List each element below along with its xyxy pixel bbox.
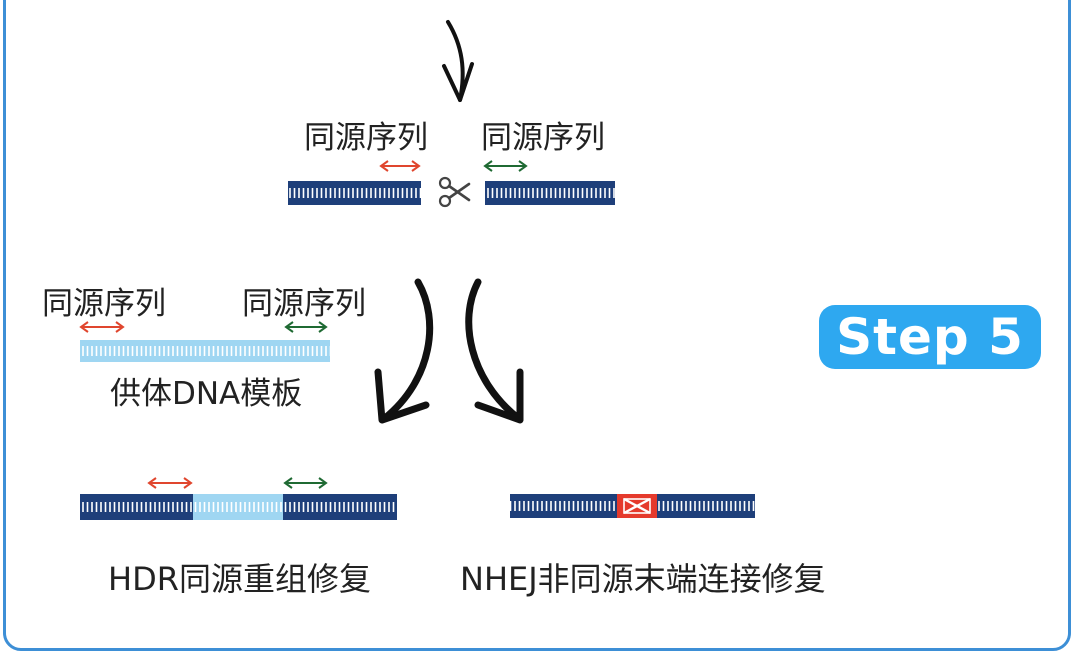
donor-template-label: 供体DNA模板 [110,376,303,412]
homology-arrow-top-left [379,160,421,172]
step-badge: Step 5 [819,305,1041,369]
homology-arrow-donor-right [284,321,328,333]
dna-strand-cut-right [485,181,615,205]
homology-label-donor-left: 同源序列 [42,286,166,322]
nhej-junction-mark-icon [617,494,657,518]
hdr-label: HDR同源重组修复 [108,560,371,598]
homology-arrow-donor-left [79,321,125,333]
homology-arrow-hdr-right [283,477,328,489]
arrow-to-nhej [465,278,524,424]
homology-arrow-top-right [483,160,528,172]
homology-label-top-left: 同源序列 [304,120,428,156]
homology-label-top-right: 同源序列 [481,120,605,156]
homology-label-donor-right: 同源序列 [242,286,366,322]
hdr-repaired-strand [80,494,397,520]
homology-arrow-hdr-left [147,477,193,489]
diagram-frame [3,0,1071,651]
dna-strand-cut-left [288,181,421,205]
arrow-to-hdr [374,278,434,424]
top-down-arrow [442,20,474,102]
nhej-label: NHEJ非同源末端连接修复 [460,560,826,598]
donor-dna-strand [80,340,330,362]
scissors-icon [438,176,471,208]
